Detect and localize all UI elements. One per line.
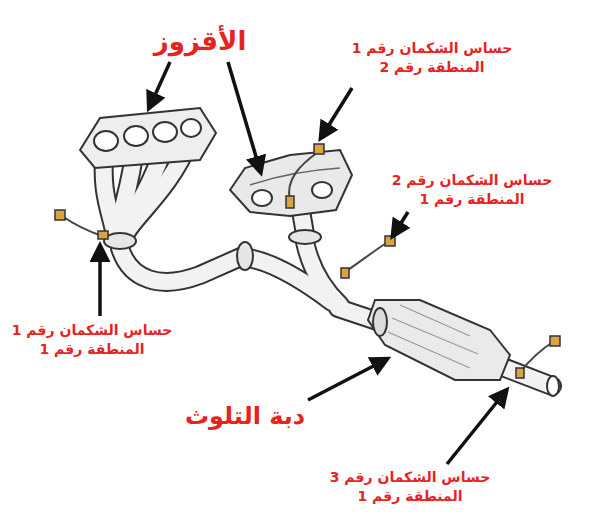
leader-arrows xyxy=(100,62,505,464)
part-label: حساس الشكمان رقم 1 المنطقة رقم 1 xyxy=(5,321,179,359)
part-label: حساس الشكمان رقم 3 المنطقة رقم 1 xyxy=(323,468,497,506)
part-label: الأقزوز xyxy=(154,24,247,59)
part-label: حساس الشكمان رقم 2 المنطقة رقم 1 xyxy=(385,171,559,209)
part-label: دبة التلوث xyxy=(185,400,305,432)
part-label: حساس الشكمان رقم 1 المنطقة رقم 2 xyxy=(345,39,519,77)
